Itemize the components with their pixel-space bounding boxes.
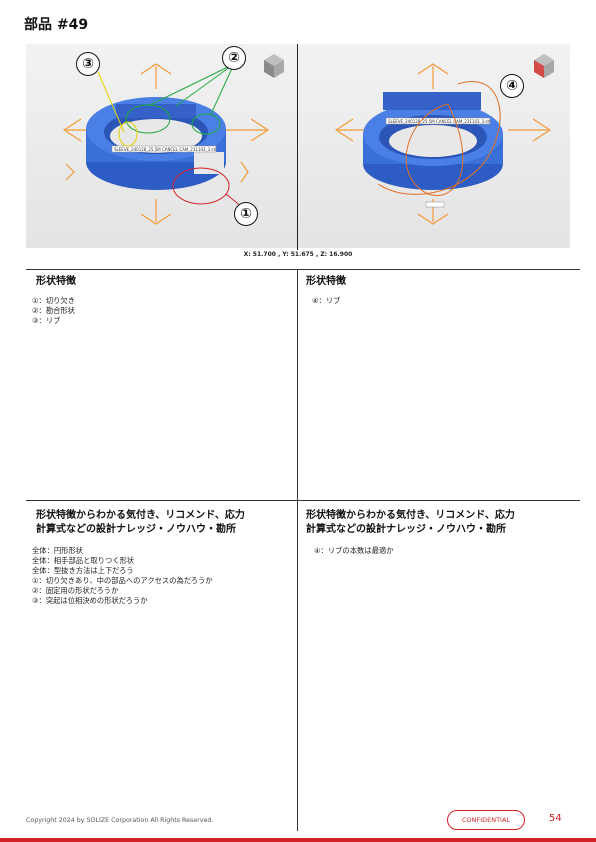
features-left-title: 形状特徴 [36, 276, 76, 287]
features-right-list: ④：リブ [312, 296, 340, 306]
list-item: ④：リブ [312, 296, 341, 305]
features-left-list: ①：切り欠き ②：勘合形状 ③：リブ [32, 296, 75, 326]
left-view-cube-icon [264, 54, 284, 78]
knowhow-right-title-line1: 形状特徴からわかる気付き、リコメンド、応力 [306, 510, 515, 521]
knowhow-right-title-line2: 計算式などの設計ナレッジ・ノウハウ・勘所 [306, 524, 506, 535]
knowhow-left-title: 形状特徴からわかる気付き、リコメンド、応力 計算式などの設計ナレッジ・ノウハウ・… [36, 509, 245, 537]
left-guide-arrows [62, 63, 270, 225]
right-view-cube-icon [534, 54, 554, 78]
right-view: SLEEVE_240128_25.5M CANCEL CAM_231103_3.… [334, 54, 554, 225]
footer-copyright: Copyright 2024 by SOLIZE Corporation All… [26, 817, 214, 824]
cad-viewer[interactable]: SLEEVE_240128_25.5M CANCEL CAM_231103_3.… [26, 44, 570, 248]
coordinate-readout: X: 51.700 , Y: 51.675 , Z: 16.900 [243, 251, 353, 258]
left-view: SLEEVE_240128_25.5M CANCEL CAM_231103_3.… [62, 54, 284, 225]
knowhow-right-title: 形状特徴からわかる気付き、リコメンド、応力 計算式などの設計ナレッジ・ノウハウ・… [306, 509, 515, 537]
table-center-divider [297, 270, 298, 831]
list-item: 全体：円形形状 [32, 546, 84, 555]
right-model-label: SLEEVE_240128_25.5M CANCEL CAM_231103_3.… [388, 119, 490, 124]
list-item: 全体：相手部品と取りつく形状 [32, 556, 135, 565]
left-model-label: SLEEVE_240128_25.5M CANCEL CAM_231103_3.… [114, 147, 216, 152]
knowhow-left-title-line1: 形状特徴からわかる気付き、リコメンド、応力 [36, 510, 245, 521]
confidential-badge: CONFIDENTIAL [447, 810, 525, 830]
viewer-divider [297, 44, 298, 250]
knowhow-left-list: 全体：円形形状 全体：相手部品と取りつく形状 全体：型抜き方法は上下だろう ①：… [32, 546, 213, 606]
page-number: 54 [549, 813, 562, 824]
callout-4: ④ [500, 74, 524, 98]
knowhow-left-title-line2: 計算式などの設計ナレッジ・ノウハウ・勘所 [36, 524, 236, 535]
list-item: 全体：型抜き方法は上下だろう [32, 566, 134, 575]
right-guide-arrows [334, 63, 552, 225]
footer-red-bar [0, 838, 596, 842]
list-item: ④：リブの本数は最適か [314, 546, 394, 555]
list-item: ③：リブ [32, 316, 61, 325]
cad-views-svg: SLEEVE_240128_25.5M CANCEL CAM_231103_3.… [62, 54, 554, 225]
callout-1: ① [234, 202, 258, 226]
callout-3: ③ [76, 52, 100, 76]
table-middle-border [26, 500, 580, 501]
callout-2: ② [222, 46, 246, 70]
page-title: 部品 #49 [24, 17, 89, 33]
knowhow-right-list: ④：リブの本数は最適か [314, 546, 394, 556]
list-item: ③：突起は位相決めの形状だろうか [32, 596, 148, 605]
features-right-title: 形状特徴 [306, 276, 346, 287]
list-item: ②：勘合形状 [32, 306, 76, 315]
list-item: ②：固定用の形状だろうか [32, 586, 119, 595]
table-top-border [26, 269, 580, 270]
list-item: ①：切り欠きあり、中の部品へのアクセスの為だろうか [32, 576, 213, 585]
list-item: ①：切り欠き [32, 296, 76, 305]
